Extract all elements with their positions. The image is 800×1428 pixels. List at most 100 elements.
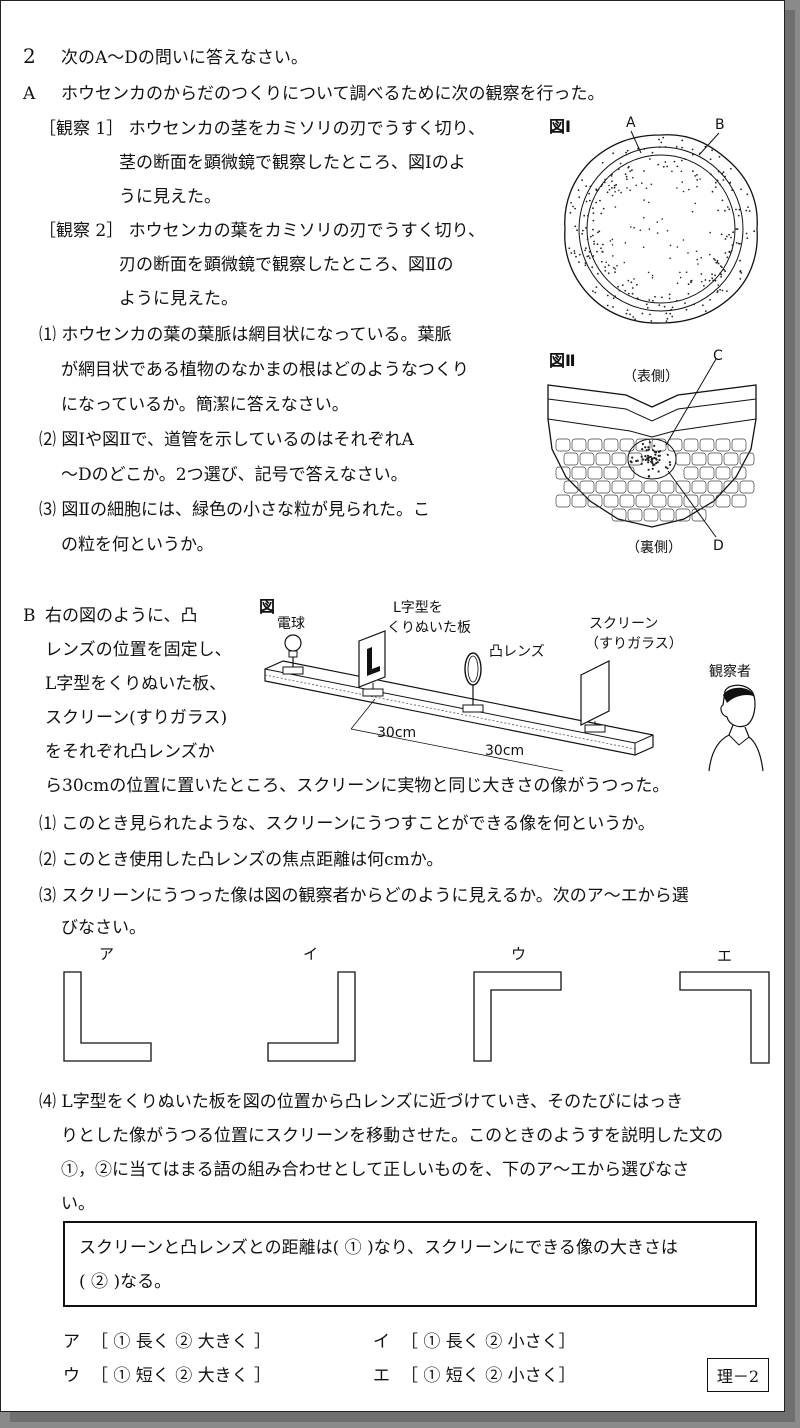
stipple-dot xyxy=(684,158,686,160)
stipple-dot xyxy=(576,229,578,232)
page-number: 理－2 xyxy=(716,1367,760,1386)
stipple-dot xyxy=(573,250,576,252)
stipple-dot xyxy=(746,193,749,196)
stipple-dot xyxy=(630,281,633,284)
vascular-dot xyxy=(653,463,656,466)
stipple-dot xyxy=(740,188,742,191)
stipple-dot xyxy=(617,285,619,288)
stipple-dot xyxy=(714,181,717,184)
stipple-dot xyxy=(627,279,630,282)
stipple-dot xyxy=(711,273,713,276)
stipple-dot xyxy=(599,199,601,202)
choice-i-label: イ xyxy=(303,945,319,963)
stipple-dot xyxy=(681,139,684,142)
choice-u-shape xyxy=(473,971,562,1062)
stipple-dot xyxy=(629,189,631,192)
stipple-dot xyxy=(618,189,620,192)
vascular-dot xyxy=(636,459,639,462)
leaf-cell xyxy=(555,494,571,508)
stipple-dot xyxy=(651,151,654,154)
stipple-dot xyxy=(626,187,628,189)
option-a-text: ［ ① 長く ② 大きく ］ xyxy=(91,1332,272,1352)
leaf-cell xyxy=(683,438,699,452)
vascular-dot xyxy=(631,456,634,459)
stipple-dot xyxy=(651,277,654,279)
vascular-dot xyxy=(640,462,643,465)
stipple-dot xyxy=(593,240,595,243)
stipple-dot xyxy=(680,170,683,173)
stipple-dot xyxy=(604,269,607,272)
stipple-dot xyxy=(591,234,594,237)
stipple-dot xyxy=(735,242,738,244)
stipple-dot xyxy=(676,282,679,284)
stipple-dot xyxy=(717,262,720,265)
stipple-dot xyxy=(715,261,718,264)
stipple-dot xyxy=(597,188,600,191)
question-intro: 次のA～Dの問いに答えなさい。 xyxy=(61,48,308,68)
stipple-dot xyxy=(711,190,714,193)
vascular-dot xyxy=(644,455,647,458)
choice-e-shape xyxy=(679,971,770,1064)
stipple-dot xyxy=(656,232,659,234)
stipple-dot xyxy=(700,256,702,259)
stipple-dot xyxy=(676,187,678,189)
page-number-box: 理－2 xyxy=(707,1358,769,1392)
stipple-dot xyxy=(616,264,618,267)
stipple-dot xyxy=(656,221,659,223)
stipple-dot xyxy=(643,199,645,201)
leaf-cell xyxy=(635,494,651,508)
stipple-dot xyxy=(728,233,730,236)
leaf-cell xyxy=(675,480,691,494)
stipple-dot xyxy=(595,201,597,204)
stipple-dot xyxy=(627,165,630,168)
stipple-dot xyxy=(606,294,609,297)
stipple-dot xyxy=(661,296,663,299)
stipple-dot xyxy=(747,206,749,208)
stipple-dot xyxy=(723,269,725,271)
stipple-dot xyxy=(621,284,624,286)
stipple-dot xyxy=(618,289,621,292)
stipple-dot xyxy=(612,255,614,257)
stipple-dot xyxy=(578,196,581,199)
stipple-dot xyxy=(702,304,704,307)
stipple-dot xyxy=(649,313,651,316)
stipple-dot xyxy=(735,208,737,211)
leaf-cell xyxy=(555,466,571,480)
figB-screen-label-1: スクリーン xyxy=(589,616,659,632)
fig2-label-d: D xyxy=(713,538,724,554)
figB-optical-bench xyxy=(264,630,654,772)
stipple-dot xyxy=(718,155,721,158)
leaf-cell xyxy=(603,466,619,480)
stipple-dot xyxy=(596,243,599,246)
stipple-dot xyxy=(719,272,722,275)
stipple-dot xyxy=(730,167,732,170)
stipple-dot xyxy=(617,168,620,170)
leaf-cell xyxy=(691,452,707,466)
stipple-dot xyxy=(614,191,616,193)
stipple-dot xyxy=(730,249,733,252)
qB4-line3: ①，②に当てはまる語の組み合わせとして正しいものを、下のア～エから選びなさ xyxy=(61,1160,690,1180)
stipple-dot xyxy=(658,304,661,306)
fig2-label-top: （表側） xyxy=(623,369,679,385)
stipple-dot xyxy=(624,289,627,292)
observer-person xyxy=(708,684,764,772)
question-number: 2 xyxy=(23,44,36,68)
stipple-dot xyxy=(574,207,576,210)
leaf-cell xyxy=(667,438,683,452)
stipple-dot xyxy=(658,138,660,141)
stipple-dot xyxy=(611,187,613,189)
stipple-dot xyxy=(685,271,688,273)
stipple-dot xyxy=(669,312,672,315)
figB-plate-label-2: くりぬいた板 xyxy=(387,620,471,636)
stipple-dot xyxy=(682,190,685,193)
leaf-cell xyxy=(563,452,579,466)
vascular-dot xyxy=(658,458,661,462)
leaf-cell xyxy=(587,494,603,508)
stipple-dot xyxy=(724,209,726,212)
stipple-dot xyxy=(593,243,595,245)
stipple-dot xyxy=(624,173,627,176)
stipple-dot xyxy=(646,306,649,309)
stipple-dot xyxy=(632,316,635,318)
leaf-cell xyxy=(683,466,699,480)
stipple-dot xyxy=(662,136,665,139)
